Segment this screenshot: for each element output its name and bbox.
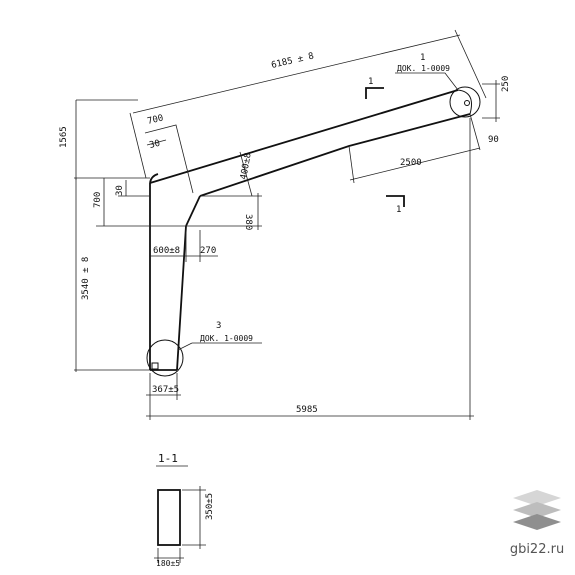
node-3-circle (146, 339, 184, 377)
dim-600-line (150, 230, 218, 262)
node-1-circle (449, 86, 481, 118)
section-height-dim (182, 486, 206, 549)
callout-3-number: 3 (216, 321, 221, 331)
section-marker-lower-label: 1 (396, 205, 401, 215)
dim-left-30-line (118, 180, 150, 197)
dim-250: 250 (501, 76, 511, 92)
dim-1565: 1565 (59, 126, 69, 148)
dim-5985-line (146, 118, 474, 420)
dim-thickness: 400±8 (239, 152, 254, 180)
logo-icon (513, 490, 561, 530)
dim-700-line (144, 124, 194, 194)
dim-380: 380 (243, 214, 253, 230)
logo-layer-middle (513, 502, 561, 518)
node-3-plate (151, 362, 159, 370)
dim-2500-line (348, 113, 481, 184)
dim-90: 90 (488, 135, 499, 145)
dim-left-30: 30 (115, 185, 125, 196)
arm-upper-edge (149, 89, 459, 184)
dim-3540: 3540 ± 8 (81, 257, 91, 300)
watermark-text: gbi22.ru (509, 542, 565, 557)
logo-layer-top (513, 490, 561, 506)
dim-380-line (186, 193, 262, 230)
section-height: 350±5 (205, 493, 215, 520)
section-marker-lower: 1 (386, 195, 405, 215)
dim-1565-line (75, 99, 138, 180)
callout-3-doc: ДОК. 1-0009 (200, 334, 253, 343)
callout-1-doc: ДОК. 1-0009 (397, 64, 450, 73)
dim-left-700-line (96, 178, 186, 227)
dim-250-line (482, 80, 500, 122)
dim-400-line (239, 151, 253, 197)
dim-30-line (146, 139, 167, 146)
section-width: 180±5 (156, 559, 180, 568)
element-outline (149, 89, 471, 371)
dim-top-ext-left (129, 112, 147, 179)
logo-layer-bottom (513, 514, 561, 530)
dim-700-top: 700 (146, 114, 164, 127)
dim-30-top: 30 (148, 139, 161, 151)
section-width-dim (154, 548, 184, 563)
section-rect (157, 489, 181, 546)
watermark: gbi22.ru (505, 486, 569, 557)
dim-3540-line (74, 177, 150, 372)
corner-fillet (149, 173, 159, 184)
dim-left-700: 700 (93, 192, 103, 208)
dim-total-width: 5985 (296, 405, 318, 415)
dim-top-length-line (132, 34, 461, 114)
node-1-end (457, 89, 472, 115)
dim-top-length: 6185 ± 8 (270, 51, 314, 70)
section-marker-upper-label: 1 (368, 77, 373, 87)
dim-base: 367±5 (152, 385, 179, 395)
dim-width-270: 270 (200, 246, 216, 256)
node-1-hole (464, 100, 470, 106)
section-marker-upper: 1 (365, 77, 384, 99)
dim-top-ext-right (454, 29, 487, 99)
callout-3-leader (177, 342, 262, 351)
callout-1-number: 1 (420, 53, 425, 63)
dim-width-600: 600±8 (153, 246, 180, 256)
dim-2500: 2500 (400, 158, 422, 168)
knee-edge (185, 195, 201, 227)
section-title: 1-1 (158, 452, 178, 465)
dim-367-line (146, 373, 181, 400)
callout-1-leader (395, 72, 459, 91)
